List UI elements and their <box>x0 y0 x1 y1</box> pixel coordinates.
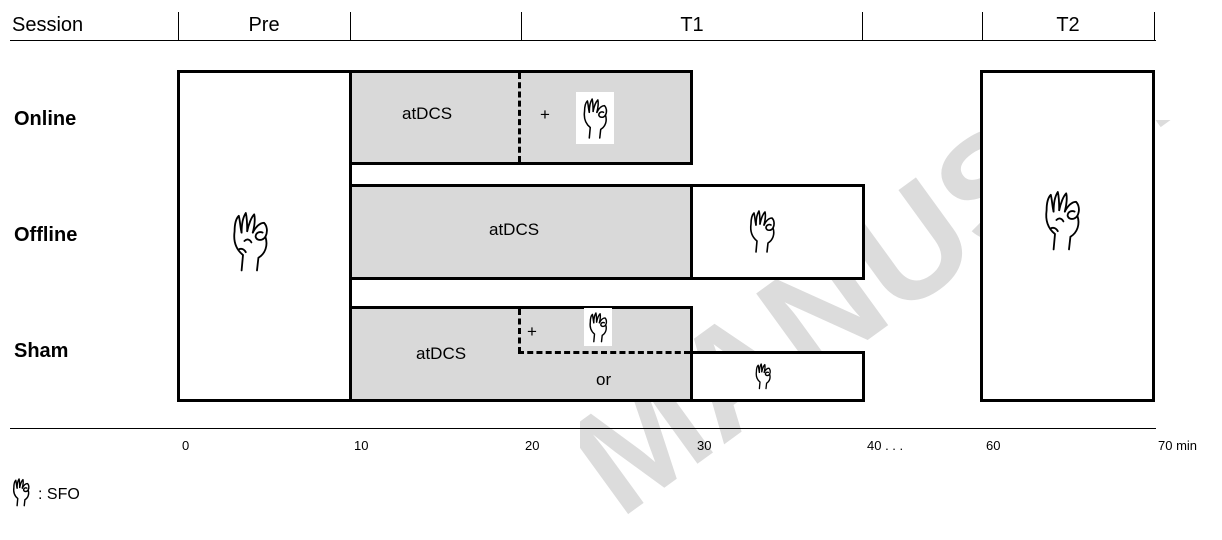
t2-box <box>980 70 1155 402</box>
axis-tick: 0 <box>182 438 190 453</box>
axis-tick: 70 min <box>1158 438 1198 453</box>
sham-stim-label: atDCS <box>416 344 467 363</box>
sham-dashed-divider <box>518 309 521 353</box>
axis-tick: 10 <box>354 438 369 453</box>
sham-sfo-box <box>690 351 865 402</box>
hand-ok-icon <box>751 360 775 392</box>
session-header: Session <box>12 14 84 36</box>
offline-stim-label: atDCS <box>489 220 540 239</box>
offline-stim-box <box>349 184 693 280</box>
t2-header: T2 <box>1056 14 1080 36</box>
axis-tick: 30 <box>697 438 712 453</box>
offline-sfo-box <box>690 184 865 280</box>
sham-plus: + <box>527 322 537 341</box>
row-label-online: Online <box>14 108 77 130</box>
header-divider <box>1154 12 1155 41</box>
sham-dashed-split <box>518 351 690 354</box>
hand-ok-icon <box>584 308 612 346</box>
axis-tick: 60 <box>986 438 1001 453</box>
hand-ok-icon <box>576 92 614 144</box>
hand-ok-icon <box>222 210 278 272</box>
time-axis <box>10 428 1156 429</box>
legend-label: : SFO <box>38 486 80 503</box>
hand-ok-icon <box>742 206 782 256</box>
axis-tick: 40 . . . <box>867 438 904 453</box>
hand-ok-icon <box>8 475 34 509</box>
online-dashed-divider <box>518 73 521 162</box>
sham-stim-box <box>349 306 693 402</box>
header-divider <box>862 12 863 41</box>
header-divider <box>521 12 522 41</box>
sham-or: or <box>596 370 612 389</box>
pre-box <box>177 70 352 402</box>
row-label-offline: Offline <box>14 224 78 246</box>
row-label-sham: Sham <box>14 340 69 362</box>
axis-tick: 20 <box>525 438 540 453</box>
online-plus: + <box>540 105 550 124</box>
t1-header: T1 <box>680 14 704 36</box>
online-stim-box <box>349 70 693 165</box>
header-divider <box>178 12 179 41</box>
header-divider <box>982 12 983 41</box>
header-underline <box>10 40 1156 41</box>
online-stim-label: atDCS <box>402 104 453 123</box>
pre-header: Pre <box>248 14 280 36</box>
timeline-diagram: MANUSCRIPT Session Pre T1 T2 Online Offl… <box>8 12 1222 540</box>
hand-ok-icon <box>1034 186 1090 254</box>
header-divider <box>350 12 351 41</box>
